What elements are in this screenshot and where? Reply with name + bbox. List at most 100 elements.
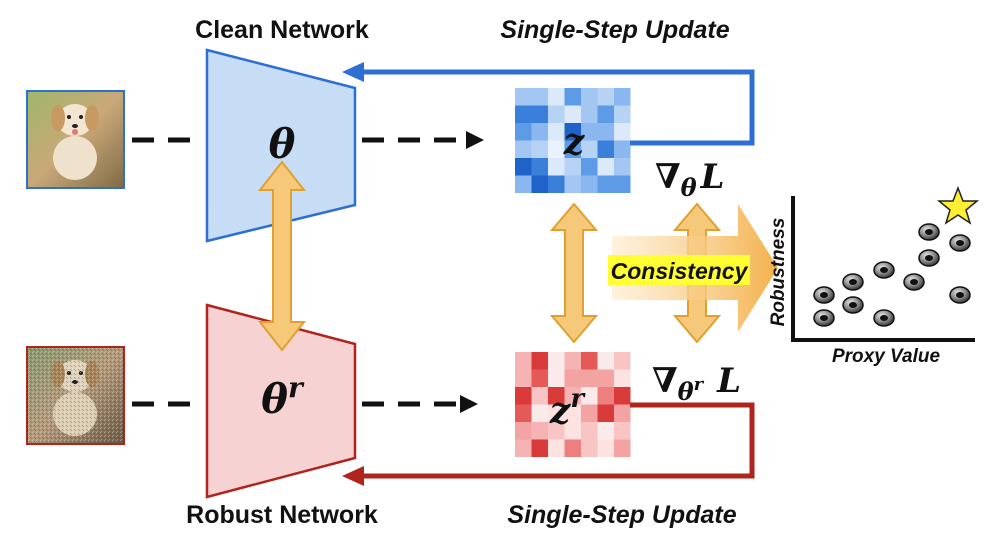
latent-cell	[564, 140, 581, 158]
latent-cell	[581, 352, 598, 370]
latent-cell	[531, 88, 548, 106]
plot-point-center	[956, 292, 964, 298]
clean-network-title: Clean Network	[195, 16, 369, 44]
robust-latent-grid	[515, 352, 631, 457]
latent-cell	[581, 88, 598, 106]
latent-cell	[564, 105, 581, 123]
latent-cell	[564, 88, 581, 106]
latent-cell	[597, 369, 614, 387]
clean-param-theta: θ	[269, 121, 296, 168]
latent-cell	[548, 105, 565, 123]
clean-latent-z: z	[563, 121, 586, 163]
latent-cell	[515, 105, 532, 123]
latent-cell	[614, 123, 631, 141]
latent-cell	[581, 140, 598, 158]
plot-point-center	[820, 315, 828, 321]
plot-point-center	[925, 229, 933, 235]
robust-network-title: Robust Network	[186, 501, 378, 529]
robust-update-loop-arrow	[342, 402, 755, 486]
latent-cell	[597, 439, 614, 457]
latent-cell	[597, 88, 614, 106]
latent-cell	[597, 123, 614, 141]
latent-cell	[531, 158, 548, 176]
robust-latent-dashed-arrow	[362, 395, 478, 413]
plot-point-center	[849, 279, 857, 285]
latent-cell	[564, 175, 581, 193]
latent-cell	[564, 422, 581, 440]
param-link-double-arrow	[257, 160, 307, 352]
latent-cell	[548, 369, 565, 387]
robust-param-theta-r: θr	[261, 371, 305, 423]
latent-cell	[564, 439, 581, 457]
consistency-label: Consistency	[611, 258, 749, 284]
plot-point-center	[880, 315, 888, 321]
latent-cell	[597, 352, 614, 370]
latent-cell	[597, 404, 614, 422]
clean-input-image	[26, 90, 125, 189]
latent-cell	[614, 175, 631, 193]
latent-cell	[515, 439, 532, 457]
latent-cell	[515, 369, 532, 387]
latent-cell	[531, 369, 548, 387]
robust-network-block	[205, 303, 357, 499]
latent-cell	[614, 439, 631, 457]
clean-network-block	[205, 48, 357, 243]
latent-cell	[548, 387, 565, 405]
consistency-highlight	[608, 255, 750, 285]
proxy-robustness-plot: Robustness Proxy Value	[768, 185, 980, 367]
plot-point-center	[956, 240, 964, 246]
latent-cell	[548, 175, 565, 193]
plot-point-center	[849, 302, 857, 308]
latent-cell	[614, 387, 631, 405]
latent-cell	[581, 387, 598, 405]
latent-cell	[531, 140, 548, 158]
latent-cell	[515, 404, 532, 422]
clean-update-label: Single-Step Update	[500, 16, 729, 44]
latent-cell	[548, 352, 565, 370]
latent-cell	[515, 387, 532, 405]
latent-cell	[581, 422, 598, 440]
latent-cell	[515, 88, 532, 106]
latent-cell	[531, 123, 548, 141]
latent-cell	[548, 140, 565, 158]
latent-cell	[581, 439, 598, 457]
latent-cell	[531, 422, 548, 440]
latent-cell	[515, 140, 532, 158]
best-point-star-icon	[936, 185, 980, 225]
latent-cell	[564, 352, 581, 370]
latent-link-double-arrow	[549, 202, 599, 344]
latent-cell	[597, 140, 614, 158]
robust-latent-zr: zr	[549, 384, 586, 432]
latent-cell	[614, 88, 631, 106]
plot-xlabel: Proxy Value	[832, 346, 941, 367]
plot-axes	[791, 196, 975, 342]
latent-cell	[531, 175, 548, 193]
latent-cell	[531, 352, 548, 370]
latent-cell	[581, 105, 598, 123]
latent-cell	[597, 422, 614, 440]
latent-cell	[548, 404, 565, 422]
latent-cell	[548, 439, 565, 457]
noisy-input-image	[26, 346, 125, 445]
latent-cell	[515, 158, 532, 176]
latent-cell	[548, 422, 565, 440]
latent-cell	[531, 439, 548, 457]
latent-cell	[564, 404, 581, 422]
plot-ylabel: Robustness	[768, 218, 789, 327]
latent-cell	[564, 369, 581, 387]
latent-cell	[564, 123, 581, 141]
latent-cell	[614, 369, 631, 387]
latent-cell	[531, 387, 548, 405]
latent-cell	[515, 352, 532, 370]
latent-cell	[515, 123, 532, 141]
plot-point-center	[925, 255, 933, 261]
latent-cell	[614, 422, 631, 440]
latent-cell	[597, 158, 614, 176]
latent-cell	[531, 105, 548, 123]
latent-cell	[581, 158, 598, 176]
latent-cell	[581, 123, 598, 141]
latent-cell	[548, 123, 565, 141]
